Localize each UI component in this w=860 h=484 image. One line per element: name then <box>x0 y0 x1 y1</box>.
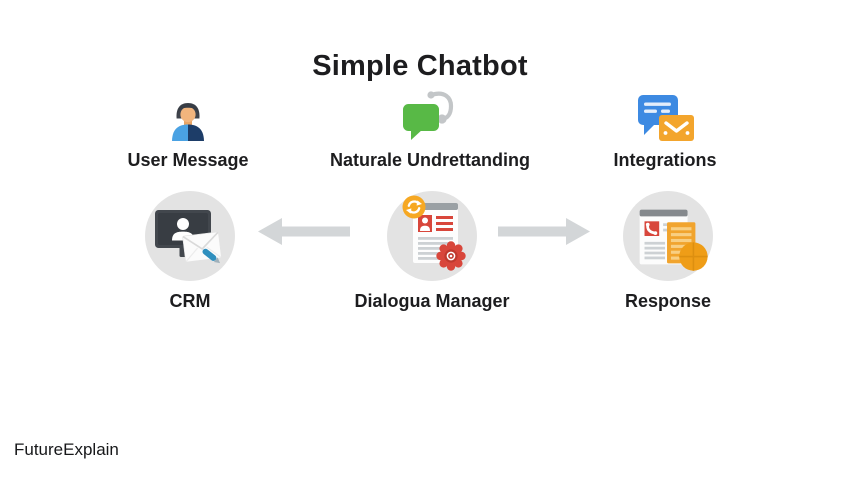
arrow-right-icon <box>498 218 590 245</box>
node-integrations: Integrations <box>567 86 763 171</box>
chat-bubble-envelope-icon <box>638 95 694 141</box>
documents-phone-globe-icon <box>623 191 713 281</box>
crm-label: CRM <box>169 291 211 311</box>
sync-badge-icon <box>402 195 426 219</box>
gear-badge-icon <box>436 241 466 271</box>
user-message-label: User Message <box>127 150 249 170</box>
monitor-contact-envelope-icon <box>145 191 235 281</box>
integrations-label: Integrations <box>613 150 717 170</box>
node-dialog-manager: Dialogua Manager <box>334 191 530 312</box>
brand-watermark: FutureExplain <box>14 440 119 459</box>
arrow-left-icon <box>258 218 350 245</box>
profile-document-sync-gear-icon <box>387 191 477 281</box>
node-user-message: User Message <box>90 86 286 171</box>
node-response: Response <box>570 191 766 312</box>
person-avatar-icon <box>172 103 204 141</box>
response-label: Response <box>624 291 712 311</box>
speech-bubble-headset-icon <box>403 91 454 140</box>
dialog-manager-label: Dialogua Manager <box>354 291 510 311</box>
globe-badge-icon <box>679 242 708 271</box>
node-nlu: Naturale Undrettanding <box>330 86 531 171</box>
node-crm: CRM <box>92 191 288 312</box>
nlu-label: Naturale Undrettanding <box>330 150 531 170</box>
page-title: Simple Chatbot <box>312 50 528 82</box>
